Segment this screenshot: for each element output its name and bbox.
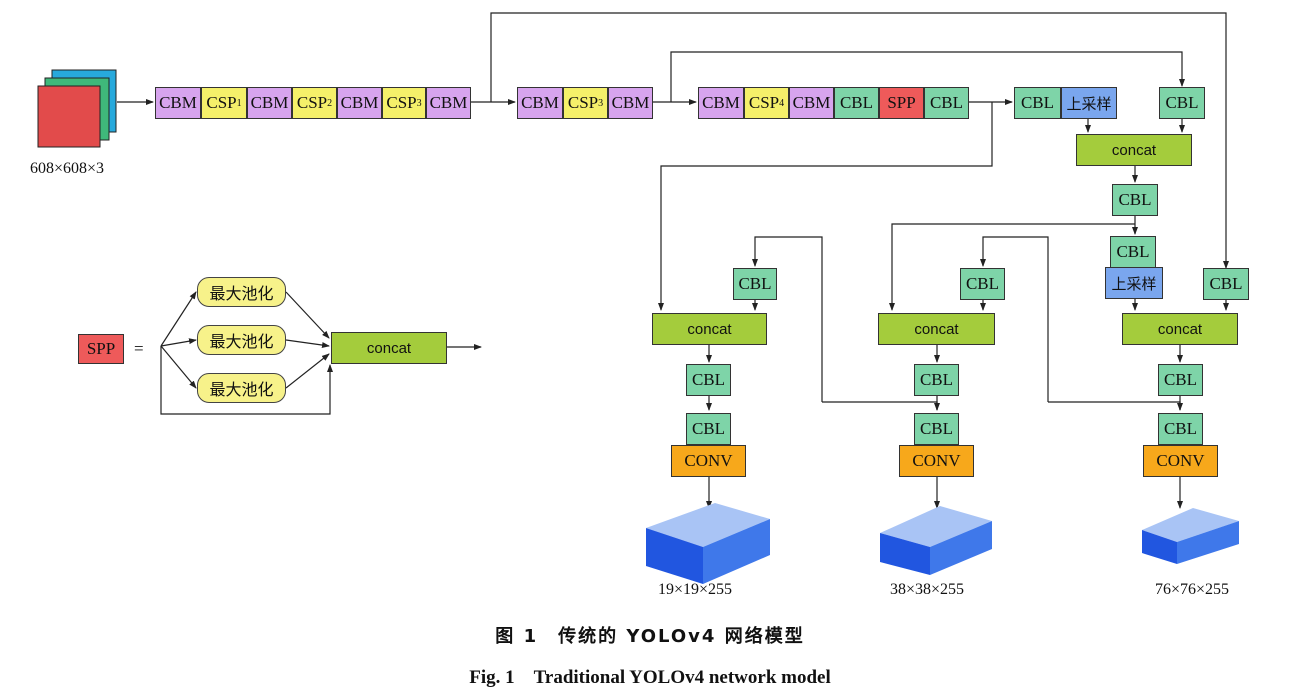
output-label-76: 76×76×255 — [1155, 581, 1230, 598]
cbm-block: CBM — [608, 87, 653, 119]
cbl-block: CBL — [1110, 236, 1156, 268]
cbm-block: CBM — [155, 87, 201, 119]
cbm-block: CBM — [337, 87, 382, 119]
maxpool-block: 最大池化 — [197, 325, 286, 355]
cbl-block: CBL — [686, 413, 731, 445]
cbl-block: CBL — [1112, 184, 1158, 216]
concat-block: concat — [878, 313, 995, 345]
concat-block: concat — [1122, 313, 1238, 345]
cbm-block: CBM — [789, 87, 834, 119]
cbl-block: CBL — [1203, 268, 1249, 300]
cbl-block: CBL — [834, 87, 879, 119]
upsample-block: 上采样 — [1061, 87, 1117, 119]
equals-sign: = — [134, 339, 144, 358]
maxpool-block: 最大池化 — [197, 277, 286, 307]
spp-legend-block: SPP — [78, 334, 124, 364]
caption-chinese: 图 1 传统的 YOLOv4 网络模型 — [495, 626, 805, 647]
maxpool-block: 最大池化 — [197, 373, 286, 403]
output-cube-76 — [1142, 508, 1239, 564]
concat-block: concat — [652, 313, 767, 345]
cbm-block: CBM — [698, 87, 744, 119]
output-cube-19 — [646, 503, 770, 584]
cbl-block: CBL — [686, 364, 731, 396]
cbl-block: CBL — [924, 87, 969, 119]
input-size-label: 608×608×3 — [30, 160, 105, 177]
cbm-block: CBM — [247, 87, 292, 119]
conv-block: CONV — [1143, 445, 1218, 477]
concat-block: concat — [331, 332, 447, 364]
cbl-block: CBL — [1158, 364, 1203, 396]
spp-block: SPP — [879, 87, 924, 119]
cbl-block: CBL — [1158, 413, 1203, 445]
cbl-block: CBL — [1159, 87, 1205, 119]
conv-block: CONV — [671, 445, 746, 477]
cbm-block: CBM — [517, 87, 563, 119]
cbl-block: CBL — [960, 268, 1005, 300]
concat-block: concat — [1076, 134, 1192, 166]
upsample-block: 上采样 — [1105, 267, 1163, 299]
caption-english: Fig. 1 Traditional YOLOv4 network model — [469, 667, 831, 688]
output-cube-38 — [880, 506, 992, 575]
output-label-38: 38×38×255 — [890, 581, 965, 598]
cbl-block: CBL — [1014, 87, 1061, 119]
cbl-block: CBL — [914, 413, 959, 445]
cbl-block: CBL — [733, 268, 777, 300]
conv-block: CONV — [899, 445, 974, 477]
cbm-block: CBM — [426, 87, 471, 119]
input-image-stack — [37, 69, 117, 148]
cbl-block: CBL — [914, 364, 959, 396]
output-label-19: 19×19×255 — [658, 581, 733, 598]
